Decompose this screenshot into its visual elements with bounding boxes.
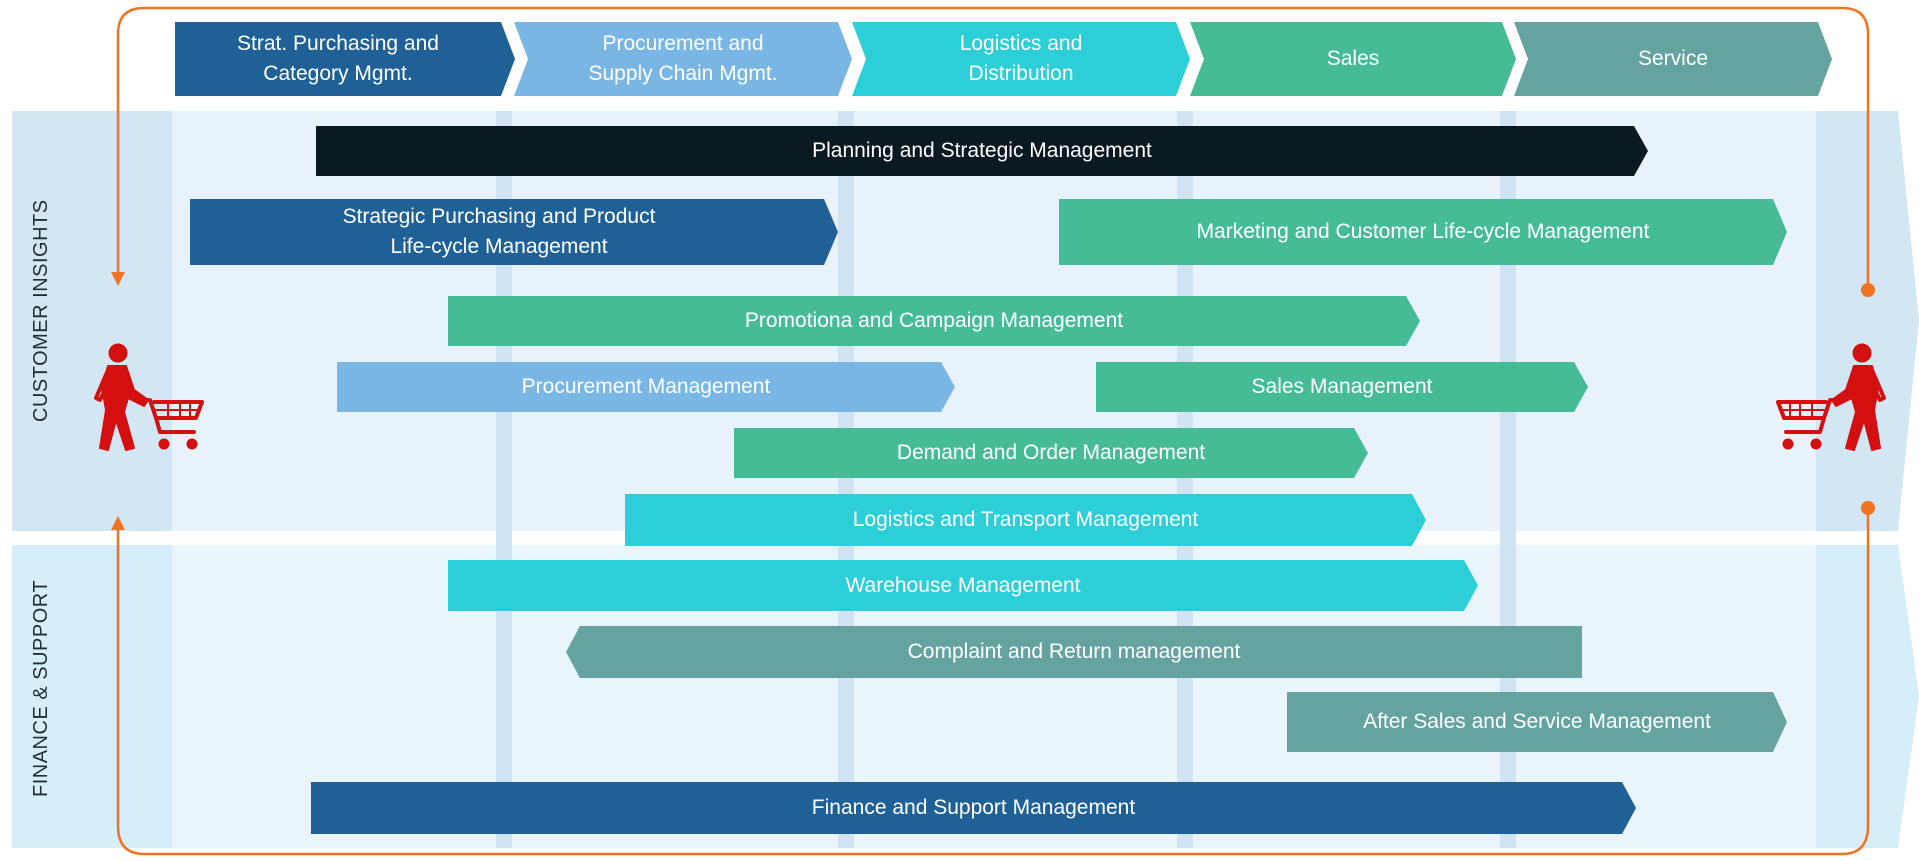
process-warehouse: Warehouse Management [448, 560, 1478, 611]
shopper-with-cart-icon [1776, 343, 1886, 451]
header-service: Service [1514, 22, 1832, 96]
process-procurement-management: Procurement Management [337, 362, 955, 412]
process-demand-order: Demand and Order Management [734, 428, 1368, 478]
column-guide-1 [496, 111, 512, 848]
process-after-sales-service: After Sales and Service Management [1287, 692, 1787, 752]
process-marketing-customer-lifecycle: Marketing and Customer Life-cycle Manage… [1059, 199, 1787, 265]
process-logistics-transport: Logistics and Transport Management [625, 494, 1426, 546]
process-finance-support: Finance and Support Management [311, 782, 1636, 834]
process-promotion-campaign: Promotiona and Campaign Management [448, 296, 1420, 346]
process-strategic-purchasing-lifecycle: Strategic Purchasing and Product Life-cy… [190, 199, 838, 265]
header-logistics-distribution: Logistics and Distribution [852, 22, 1190, 96]
process-complaint-return: Complaint and Return management [566, 626, 1582, 678]
header-strat-purchasing: Strat. Purchasing and Category Mgmt. [175, 22, 515, 96]
finance-support-label: FINANCE & SUPPORT [30, 579, 52, 797]
header-procurement-supply-chain: Procurement and Supply Chain Mgmt. [514, 22, 852, 96]
customer-insights-left-strip [12, 111, 172, 531]
header-sales: Sales [1190, 22, 1516, 96]
process-planning-strategic: Planning and Strategic Management [316, 126, 1648, 176]
customer-insights-label: CUSTOMER INSIGHTS [30, 199, 52, 422]
shopper-with-cart-icon [94, 343, 204, 451]
process-sales-management: Sales Management [1096, 362, 1588, 412]
finance-support-left-strip [12, 545, 172, 848]
